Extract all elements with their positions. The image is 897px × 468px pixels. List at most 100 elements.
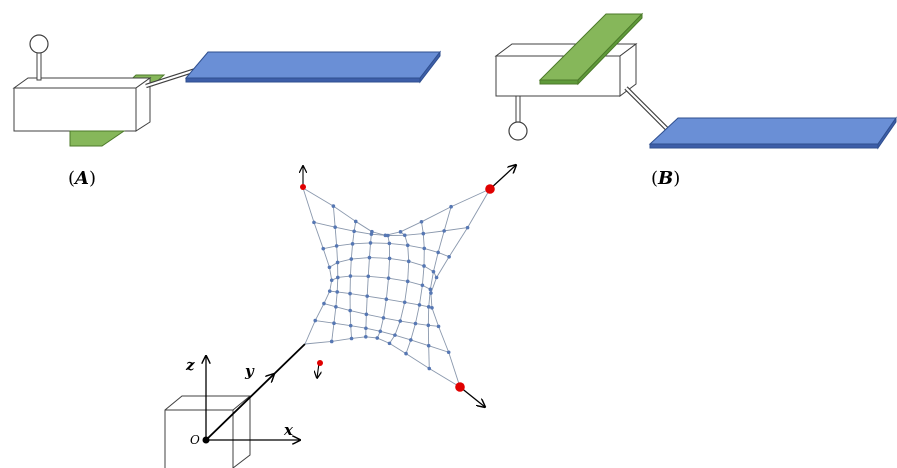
mesh-edge: [389, 242, 408, 246]
panel-a-box-top: [12, 77, 152, 89]
mesh-edge: [405, 353, 430, 369]
mesh-node: [426, 343, 431, 348]
pull-arrows: [303, 165, 516, 407]
mesh-node: [335, 260, 340, 265]
mesh-node: [428, 287, 433, 292]
anchor-bottom-left: [317, 360, 323, 366]
mesh-node: [367, 255, 372, 260]
mesh-edge: [314, 303, 325, 321]
mesh-edge: [437, 251, 450, 258]
mesh-edge: [337, 291, 351, 295]
mesh-node: [364, 326, 368, 331]
mesh-edge: [323, 290, 331, 304]
mesh-edge: [438, 326, 450, 353]
mesh-edge: [405, 339, 412, 354]
mesh-edge: [322, 248, 330, 268]
mesh-edge: [331, 323, 335, 342]
mesh-node: [375, 336, 380, 340]
mesh-node: [434, 275, 439, 280]
mesh-edge: [337, 258, 352, 263]
mesh-edge: [430, 277, 437, 294]
anchor-points: [300, 184, 495, 392]
panel-b-label: (B): [651, 168, 681, 189]
mesh-edge: [394, 320, 401, 336]
mesh-node: [429, 291, 433, 295]
mesh-node: [387, 241, 392, 246]
mesh-edge: [365, 296, 368, 315]
mesh-edge: [448, 352, 461, 388]
mesh-edge: [337, 275, 351, 278]
mesh-edge: [404, 281, 409, 303]
mesh-node: [329, 278, 334, 283]
mesh-node: [421, 231, 426, 236]
mesh-edge: [428, 345, 449, 353]
panel-b-apparatus: [494, 12, 897, 150]
panel-a-knob: [29, 34, 49, 54]
mesh-edge: [367, 257, 370, 277]
mesh-edge: [350, 325, 352, 339]
mesh-edge: [335, 306, 351, 311]
mesh-node: [446, 350, 451, 355]
mesh-edge: [389, 257, 409, 262]
anchor-bottom-right: [455, 382, 465, 392]
mesh-edge: [419, 285, 423, 306]
mesh-edge: [389, 342, 407, 354]
mesh-node: [405, 243, 410, 248]
mesh-edge: [315, 320, 335, 324]
mesh-edge: [349, 258, 352, 277]
mesh-node: [402, 233, 407, 238]
mesh-edge: [368, 242, 371, 258]
mesh-edge: [385, 278, 389, 300]
mesh-node: [422, 246, 427, 251]
mesh-node: [334, 244, 339, 248]
mesh-edge: [336, 277, 339, 292]
mesh-edge: [336, 243, 353, 247]
mesh-edge: [423, 265, 434, 273]
mesh-node: [349, 257, 354, 261]
mesh-node: [436, 324, 441, 329]
coordinate-frame: [164, 343, 306, 468]
mesh-edge: [408, 260, 425, 267]
anchor-top-right: [485, 184, 495, 194]
mesh-edge: [333, 205, 357, 222]
mesh-node: [409, 338, 413, 342]
mesh-edge: [350, 243, 354, 260]
mesh-node: [431, 269, 436, 274]
mesh-edge: [332, 206, 336, 228]
mesh-node: [402, 300, 407, 305]
mesh-edge: [450, 188, 491, 208]
mesh-edge: [350, 310, 367, 315]
mesh-node: [422, 264, 426, 268]
pull-arrow-top-right: [489, 165, 516, 190]
mesh-node: [365, 294, 369, 298]
mesh-node: [348, 274, 353, 278]
mesh-edge: [428, 345, 430, 369]
mesh-edge: [383, 299, 387, 318]
mesh-edge: [335, 291, 338, 307]
mesh-edge: [349, 310, 352, 326]
panel-a-label: (A): [68, 168, 97, 189]
origin-label: O: [190, 433, 200, 447]
mesh-node: [313, 318, 318, 323]
mesh-node: [368, 241, 373, 245]
mesh-node: [348, 308, 352, 313]
deformed-mesh: [302, 187, 491, 388]
mesh-edge: [335, 226, 355, 232]
mesh-edge: [380, 330, 396, 336]
mesh-edge: [368, 275, 389, 279]
mesh-edge: [431, 307, 439, 327]
mesh-edge: [429, 368, 461, 388]
mesh-node: [426, 323, 431, 328]
mesh-edge: [407, 261, 410, 282]
panel-b-blue-plate: [648, 117, 897, 145]
mesh-edge: [407, 245, 410, 262]
mesh-edge: [323, 303, 337, 308]
mesh-node: [332, 321, 336, 326]
mesh-node: [419, 219, 424, 224]
mesh-node: [387, 341, 392, 346]
mesh-edge: [351, 336, 366, 339]
mesh-edge: [354, 230, 372, 235]
mesh-node: [384, 297, 389, 301]
mesh-node: [348, 323, 353, 328]
